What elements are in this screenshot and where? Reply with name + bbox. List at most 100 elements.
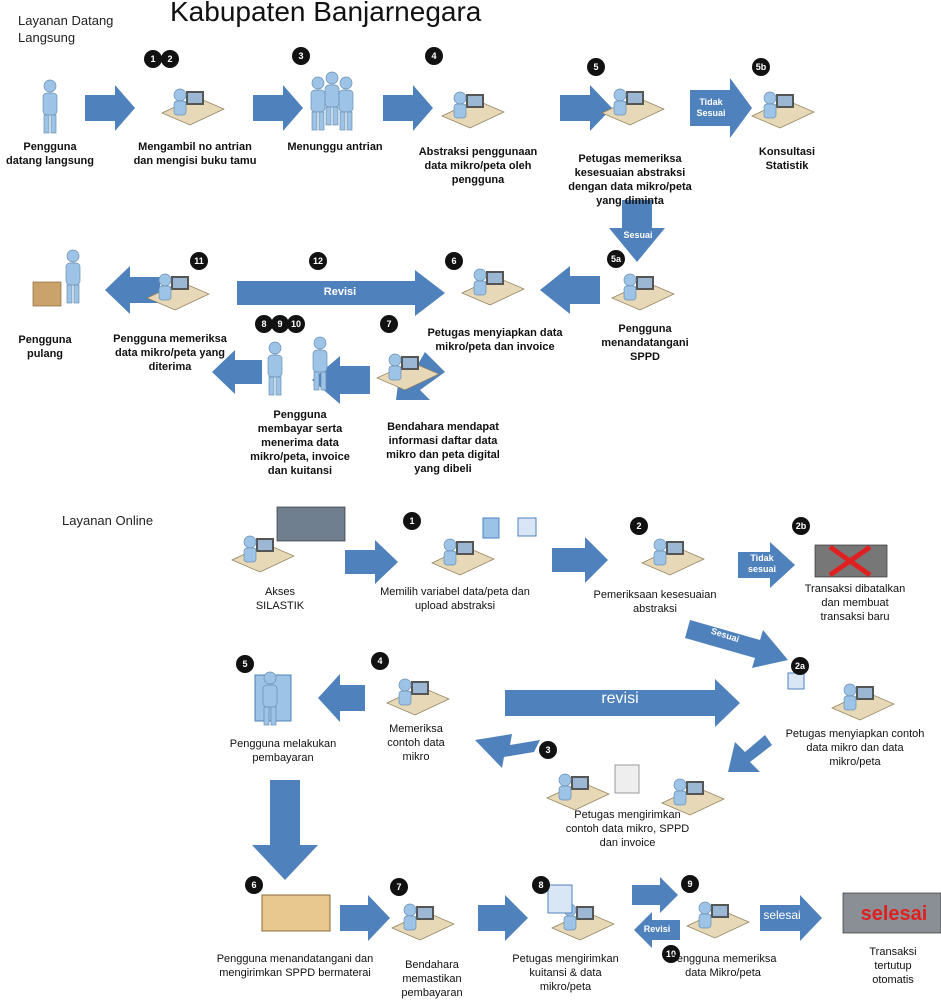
badge-9: 9 [271,315,289,333]
arrow-sesuai-label: Sesuai [623,230,653,240]
arrow-o8 [632,877,678,913]
arrow-revisi-label: Revisi [323,286,357,298]
cart-icon [32,281,62,307]
document-icon [547,884,573,914]
arrow-tidak-sesuai [690,78,752,138]
arrow-o6 [340,895,390,941]
arrow-o4 [318,674,365,722]
desk-icon [431,538,495,576]
badge-11: 11 [190,252,208,270]
desk-icon [146,273,210,311]
online-label-6: Pengguna menandatangani dan mengirimkan … [216,953,374,979]
truck-icon [261,894,331,932]
online-revisi-label: revisi [601,690,639,707]
arrow-5 [540,266,600,314]
arrow-o-revisi-small [634,912,680,948]
arrow-o-tidak [738,542,795,588]
arrow-o-revisi [505,679,740,727]
arrow-o2a [728,735,772,772]
silastik-screenshot-icon [276,506,346,542]
badge-12: 12 [309,252,327,270]
badge-1: 1 [144,50,162,68]
online-badge-2: 2 [630,517,648,535]
arrow-o5 [252,780,318,880]
desk-icon [546,773,610,811]
queue-person-icon [338,76,354,131]
online-label-4: Memeriksa contoh data mikro [387,723,445,763]
step-label-5: Petugas memeriksa kesesuaian abstraksi d… [568,153,692,207]
online-label-3: Petugas mengirimkan contoh data mikro, S… [565,809,690,849]
online-badge-10: 10 [662,945,680,963]
badge-4: 4 [425,47,443,65]
online-label-selesai: Transaksi tertutup otomatis [869,946,917,986]
arrow-3 [383,85,433,131]
desk-icon [686,901,750,939]
online-label-8: Petugas mengirimkan kuitansi & data mikr… [512,953,619,993]
step-label-8-9-10: Pengguna membayar serta menerima data mi… [250,409,350,477]
page-title: Kabupaten Banjarnegara [170,0,482,27]
online-badge-2a: 2a [791,657,809,675]
section-online-label: Layanan Online [62,513,154,528]
online-badge-1: 1 [403,512,421,530]
online-revisi-small-label: Revisi [643,924,671,934]
queue-person-icon [324,71,340,126]
desk-icon [461,268,525,306]
person-icon [65,249,81,304]
step-label-7: Bendahara mendapat informasi daftar data… [386,421,500,475]
badge-3: 3 [292,47,310,65]
step-label-4: Abstraksi penggunaan data mikro/peta ole… [418,146,538,186]
online-selesai-label: selesai [763,908,801,922]
step-label-11: Pengguna memeriksa data mikro/peta yang … [113,333,227,373]
person-icon [267,341,283,396]
online-badge-4: 4 [371,652,389,670]
online-badge-3: 3 [539,741,557,759]
arrow-2 [253,85,303,131]
arrow-6 [105,266,160,314]
desk-icon [601,88,665,126]
online-badge-2b: 2b [792,517,810,535]
section-direct-label: Layanan Datang Langsung [18,13,114,45]
badge-5: 5 [587,58,605,76]
online-badge-7: 7 [390,878,408,896]
document-icon [482,517,500,539]
person-icon [312,336,328,391]
person-icon [42,79,58,134]
step-label-pulang: Pengguna pulang [18,334,72,360]
online-label-9: Pengguna memeriksa data Mikro/peta [669,953,777,979]
arrow-o3 [475,734,540,768]
online-tidak-sesuai-label: Tidak sesuai [747,553,777,574]
online-badge-5: 5 [236,655,254,673]
badge-10: 10 [287,315,305,333]
arrow-o1 [345,540,398,584]
arrow-o-sesuai [685,620,788,668]
step-label-6: Petugas menyiapkan data mikro/peta dan i… [427,327,563,353]
selesai-screenshot-icon [842,892,941,934]
desk-icon [441,91,505,129]
document-icon [614,764,640,794]
arrow-o2 [552,537,608,583]
arrow-1 [85,85,135,131]
arrow-o-selesai [760,895,822,941]
desk-icon [376,353,440,391]
badge-7: 7 [380,315,398,333]
table-icon [517,517,537,537]
step-label-pengguna-datang: Pengguna datang langsung [6,141,94,167]
table-icon [787,672,805,690]
step-label-3: Menunggu antrian [287,141,383,153]
arrow-tidak-sesuai-label: Tidak Sesuai [696,97,726,118]
badge-5b: 5b [752,58,770,76]
arrow-o7 [478,895,528,941]
desk-icon [831,683,895,721]
badge-6: 6 [445,252,463,270]
badge-8: 8 [255,315,273,333]
online-label-akses: Akses SILASTIK [255,586,305,612]
online-label-1: Memilih variabel data/peta dan upload ab… [380,586,530,612]
desk-icon [751,91,815,129]
online-badge-6: 6 [245,876,263,894]
online-badge-8: 8 [532,876,550,894]
step-label-1-2: Mengambil no antrian dan mengisi buku ta… [133,141,257,167]
arrow-sesuai [609,200,665,262]
online-label-2a: Petugas menyiapkan contoh data mikro dan… [785,728,925,768]
